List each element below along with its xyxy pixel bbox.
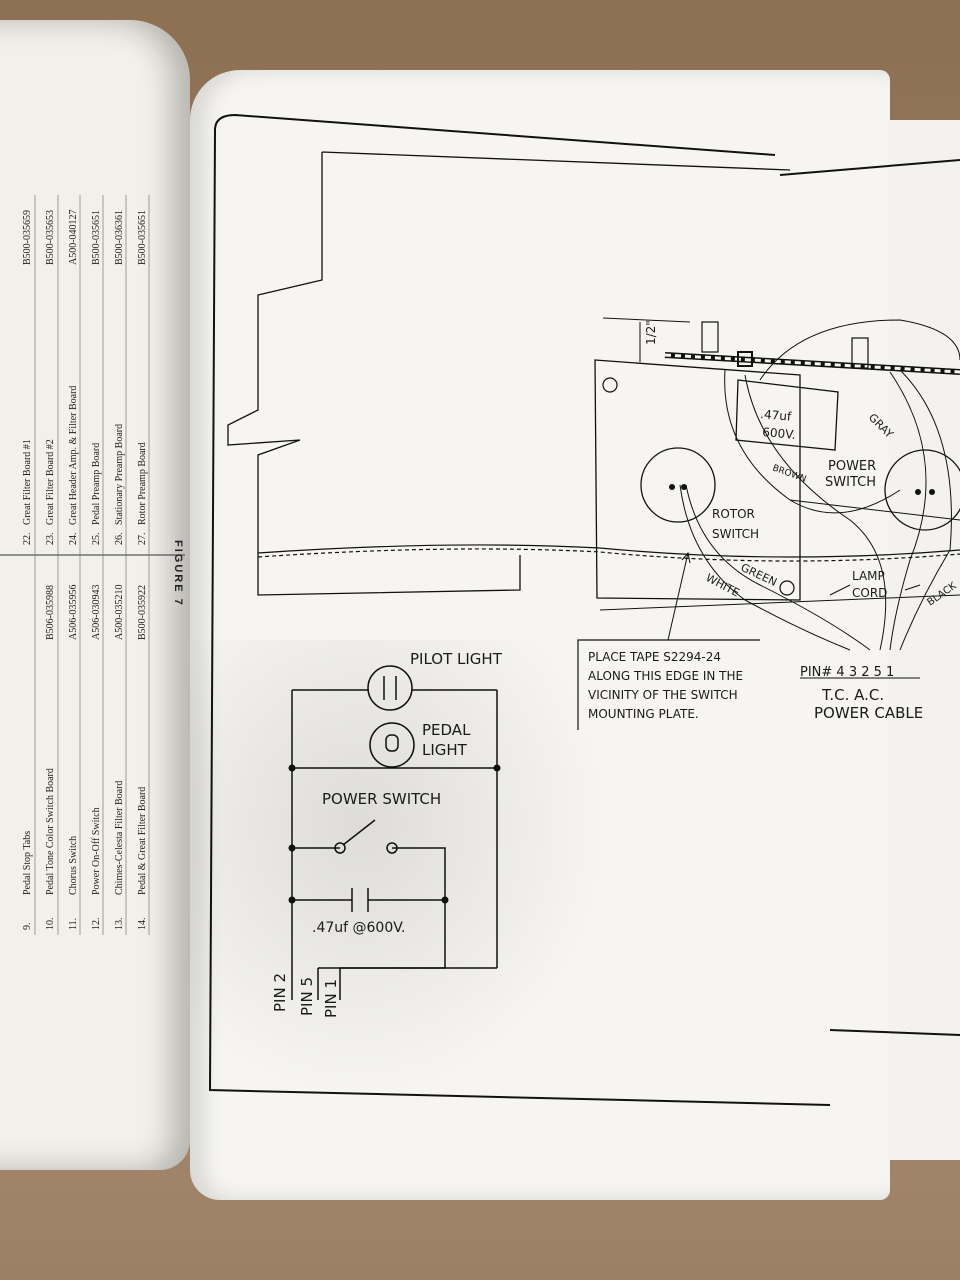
pedal-light-label-1: PEDAL (422, 721, 471, 739)
power-switch-label-1: POWER (828, 459, 876, 474)
dimension-label: 1/2" (644, 320, 658, 345)
left-page (0, 20, 190, 1170)
lamp-cord-label-2: CORD (852, 586, 887, 600)
note-line-2: ALONG THIS EDGE IN THE (588, 669, 743, 683)
note-line-1: PLACE TAPE S2294-24 (588, 650, 721, 664)
screw-icon (779, 580, 795, 596)
schematic (291, 665, 498, 1000)
right-page (190, 70, 890, 1200)
rotor-switch-icon (640, 447, 716, 523)
photo-shadow (190, 640, 610, 1100)
pin2-label: PIN 2 (271, 973, 289, 1012)
note-line-3: VICINITY OF THE SWITCH (588, 688, 738, 702)
pin5-label: PIN 5 (298, 977, 316, 1016)
rotor-switch-label-1: ROTOR (712, 507, 755, 521)
rotor-switch-label-2: SWITCH (712, 527, 759, 541)
power-switch-icon (884, 449, 960, 531)
lamp-cord-label-1: LAMP (852, 569, 885, 583)
schematic-power-switch-label: POWER SWITCH (322, 790, 441, 808)
pin1-label: PIN 1 (322, 979, 340, 1018)
screw-icon (602, 377, 618, 393)
capacitor-voltage: 600V. (762, 425, 796, 442)
power-switch-label-2: SWITCH (825, 475, 876, 490)
capacitor-label: .47uf (760, 407, 793, 424)
cable-label-2: POWER CABLE (814, 704, 923, 722)
note-line-4: MOUNTING PLATE. (588, 707, 699, 721)
pilot-light-label: PILOT LIGHT (410, 650, 503, 668)
pedal-light-label-2: LIGHT (422, 741, 468, 759)
wire-white-label: WHITE (704, 571, 742, 599)
schematic-capacitor-label: .47uf @600V. (312, 920, 405, 936)
pin-label: PIN# 4 3 2 5 1 (800, 665, 894, 680)
cable-label-1: T.C. A.C. (821, 686, 884, 704)
wire-gray-label: GRAY (866, 411, 896, 441)
